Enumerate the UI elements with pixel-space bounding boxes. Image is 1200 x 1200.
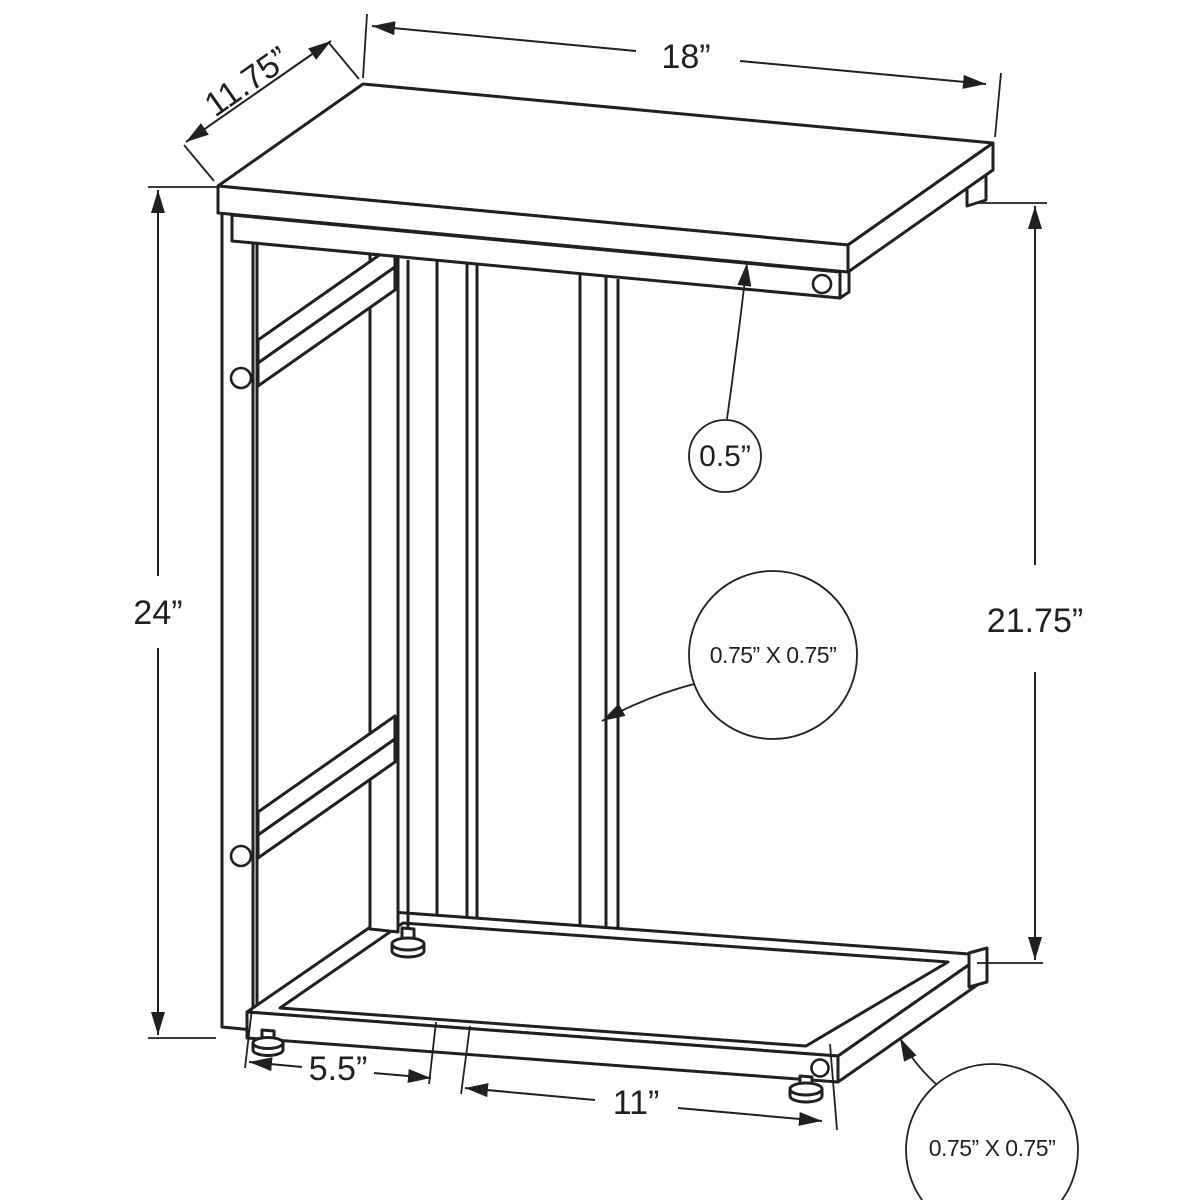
extension-line: [994, 72, 1002, 138]
table-structure: [216, 82, 995, 1104]
dimension-base-left-segment: 5.5”: [244, 1007, 437, 1088]
leader-line: [899, 1037, 938, 1086]
front-left-leg: [220, 208, 259, 1032]
callout-top-thickness: 0.5”: [688, 262, 762, 493]
leg-bolt-upper: [229, 366, 253, 390]
callout-label-frame-tube: 0.75” X 0.75”: [710, 642, 836, 668]
leveler-foot: [390, 926, 426, 959]
dimension-label-top-depth: 11.75”: [198, 39, 297, 124]
dimension-line: [373, 1069, 432, 1083]
base-frame: [245, 910, 989, 1084]
leg-bolt-lower: [229, 844, 253, 868]
callout-frame-tube: 0.75” X 0.75”: [601, 570, 858, 740]
extension-line: [362, 13, 368, 79]
rail-bolt: [811, 273, 833, 295]
leveler-foot-front-right: [788, 1074, 824, 1104]
dimension-label-base-opening-width: 11”: [613, 1084, 660, 1122]
leader-line: [726, 262, 752, 420]
extension-line: [183, 144, 215, 182]
callout-label-top-thickness: 0.5”: [699, 440, 751, 473]
dimension-overall-height: 24”: [133, 186, 218, 1039]
dimension-clearance-height: 21.75”: [977, 202, 1083, 964]
callout-base-tube: 0.75” X 0.75”: [899, 1037, 1079, 1200]
dimension-base-opening-width: 11”: [460, 1025, 838, 1131]
dimension-label-base-left-segment: 5.5”: [309, 1050, 368, 1088]
back-post-right: [578, 271, 620, 933]
dimension-line: [248, 1057, 303, 1072]
dimension-label-clearance-height: 21.75”: [987, 602, 1083, 640]
extension-line: [829, 1043, 838, 1131]
leveler-foot-front-left: [251, 1028, 285, 1057]
tabletop: [216, 82, 995, 274]
dimension-top-width: 18”: [362, 13, 1002, 138]
dimension-line: [464, 1083, 596, 1101]
callout-circle: [688, 419, 762, 493]
dimension-line: [371, 21, 637, 52]
dimension-label-top-width: 18”: [661, 38, 710, 76]
leader-line: [601, 683, 695, 722]
dimension-label-overall-height: 24”: [133, 594, 182, 632]
left-panel-lower-rail: [256, 714, 397, 860]
back-post-left: [435, 258, 479, 923]
extension-line: [244, 1007, 253, 1069]
callout-circle: [905, 1063, 1079, 1200]
callout-circle: [688, 570, 858, 740]
dimension-line: [185, 40, 332, 143]
dimension-line: [677, 1107, 823, 1126]
back-left-leg: [368, 252, 426, 959]
callout-label-base-tube: 0.75” X 0.75”: [929, 1135, 1055, 1161]
left-panel-upper-rail: [256, 242, 397, 388]
extension-line: [328, 42, 360, 80]
extension-line: [460, 1025, 471, 1095]
base-bolt: [810, 1058, 830, 1078]
dimension-line: [739, 60, 987, 89]
